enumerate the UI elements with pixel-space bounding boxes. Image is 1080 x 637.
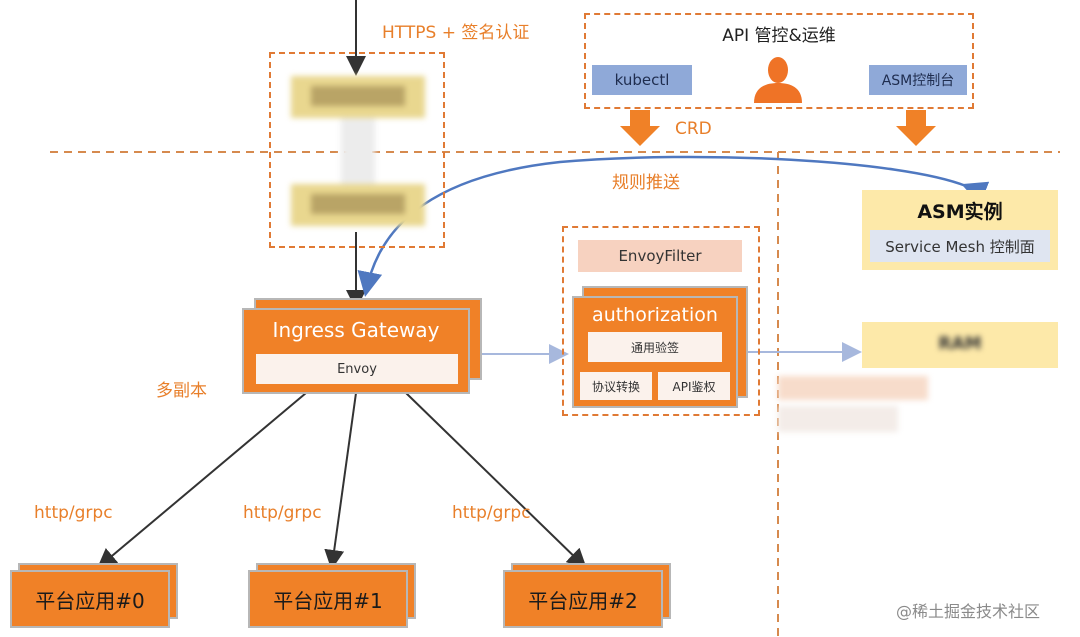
ingress-gateway-box[interactable]: Ingress Gateway Envoy — [242, 308, 470, 394]
service-mesh-control-plane: Service Mesh 控制面 — [870, 230, 1050, 262]
app-1-box[interactable]: 平台应用#1 — [248, 570, 408, 628]
protocol-convert-label: 协议转换 — [580, 372, 652, 400]
asm-instance-title: ASM实例 — [917, 201, 1003, 223]
authorization-box[interactable]: authorization 通用验签 协议转换 API鉴权 — [572, 296, 738, 408]
multi-replica-label: 多副本 — [156, 381, 207, 401]
ingress-gateway-title: Ingress Gateway — [272, 318, 440, 342]
envoyfilter-label: EnvoyFilter — [578, 240, 742, 272]
watermark: @稀土掘金技术社区 — [896, 602, 1041, 621]
to-app1-line — [324, 392, 357, 570]
api-ops-box: API 管控&运维 kubectl ASM控制台 — [584, 13, 974, 109]
authorization-title: authorization — [592, 304, 718, 326]
blurred-component-image — [291, 76, 425, 226]
asm-console-button[interactable]: ASM控制台 — [869, 65, 967, 95]
http-grpc-label-2: http/grpc — [452, 503, 531, 523]
crd-label: CRD — [675, 119, 712, 139]
http-grpc-label-1: http/grpc — [243, 503, 322, 523]
envoy-label: Envoy — [256, 354, 458, 384]
app-2-box[interactable]: 平台应用#2 — [503, 570, 663, 628]
common-sign-label: 通用验签 — [588, 332, 722, 362]
asm-instance-box: ASM实例 Service Mesh 控制面 — [862, 190, 1058, 270]
to-app2-line — [405, 392, 587, 569]
crd-arrow-right — [896, 110, 936, 146]
rule-push-curve — [357, 155, 990, 297]
auth-gateway-box — [269, 52, 445, 248]
http-grpc-label-0: http/grpc — [34, 503, 113, 523]
https-auth-label: HTTPS + 签名认证 — [382, 23, 530, 43]
rule-push-label: 规则推送 — [612, 173, 680, 193]
app-0-box[interactable]: 平台应用#0 — [10, 570, 170, 628]
api-ops-title: API 管控&运维 — [722, 26, 836, 46]
user-icon — [752, 55, 804, 103]
kubectl-button[interactable]: kubectl — [592, 65, 692, 95]
api-auth-label: API鉴权 — [658, 372, 730, 400]
blurred-region — [778, 370, 928, 440]
envoyfilter-box: EnvoyFilter authorization 通用验签 协议转换 API鉴… — [562, 226, 760, 416]
to-app0-line — [96, 392, 307, 569]
ram-label: RAM — [938, 334, 982, 354]
ram-box: RAM — [862, 322, 1058, 368]
crd-arrow-left — [620, 110, 660, 146]
